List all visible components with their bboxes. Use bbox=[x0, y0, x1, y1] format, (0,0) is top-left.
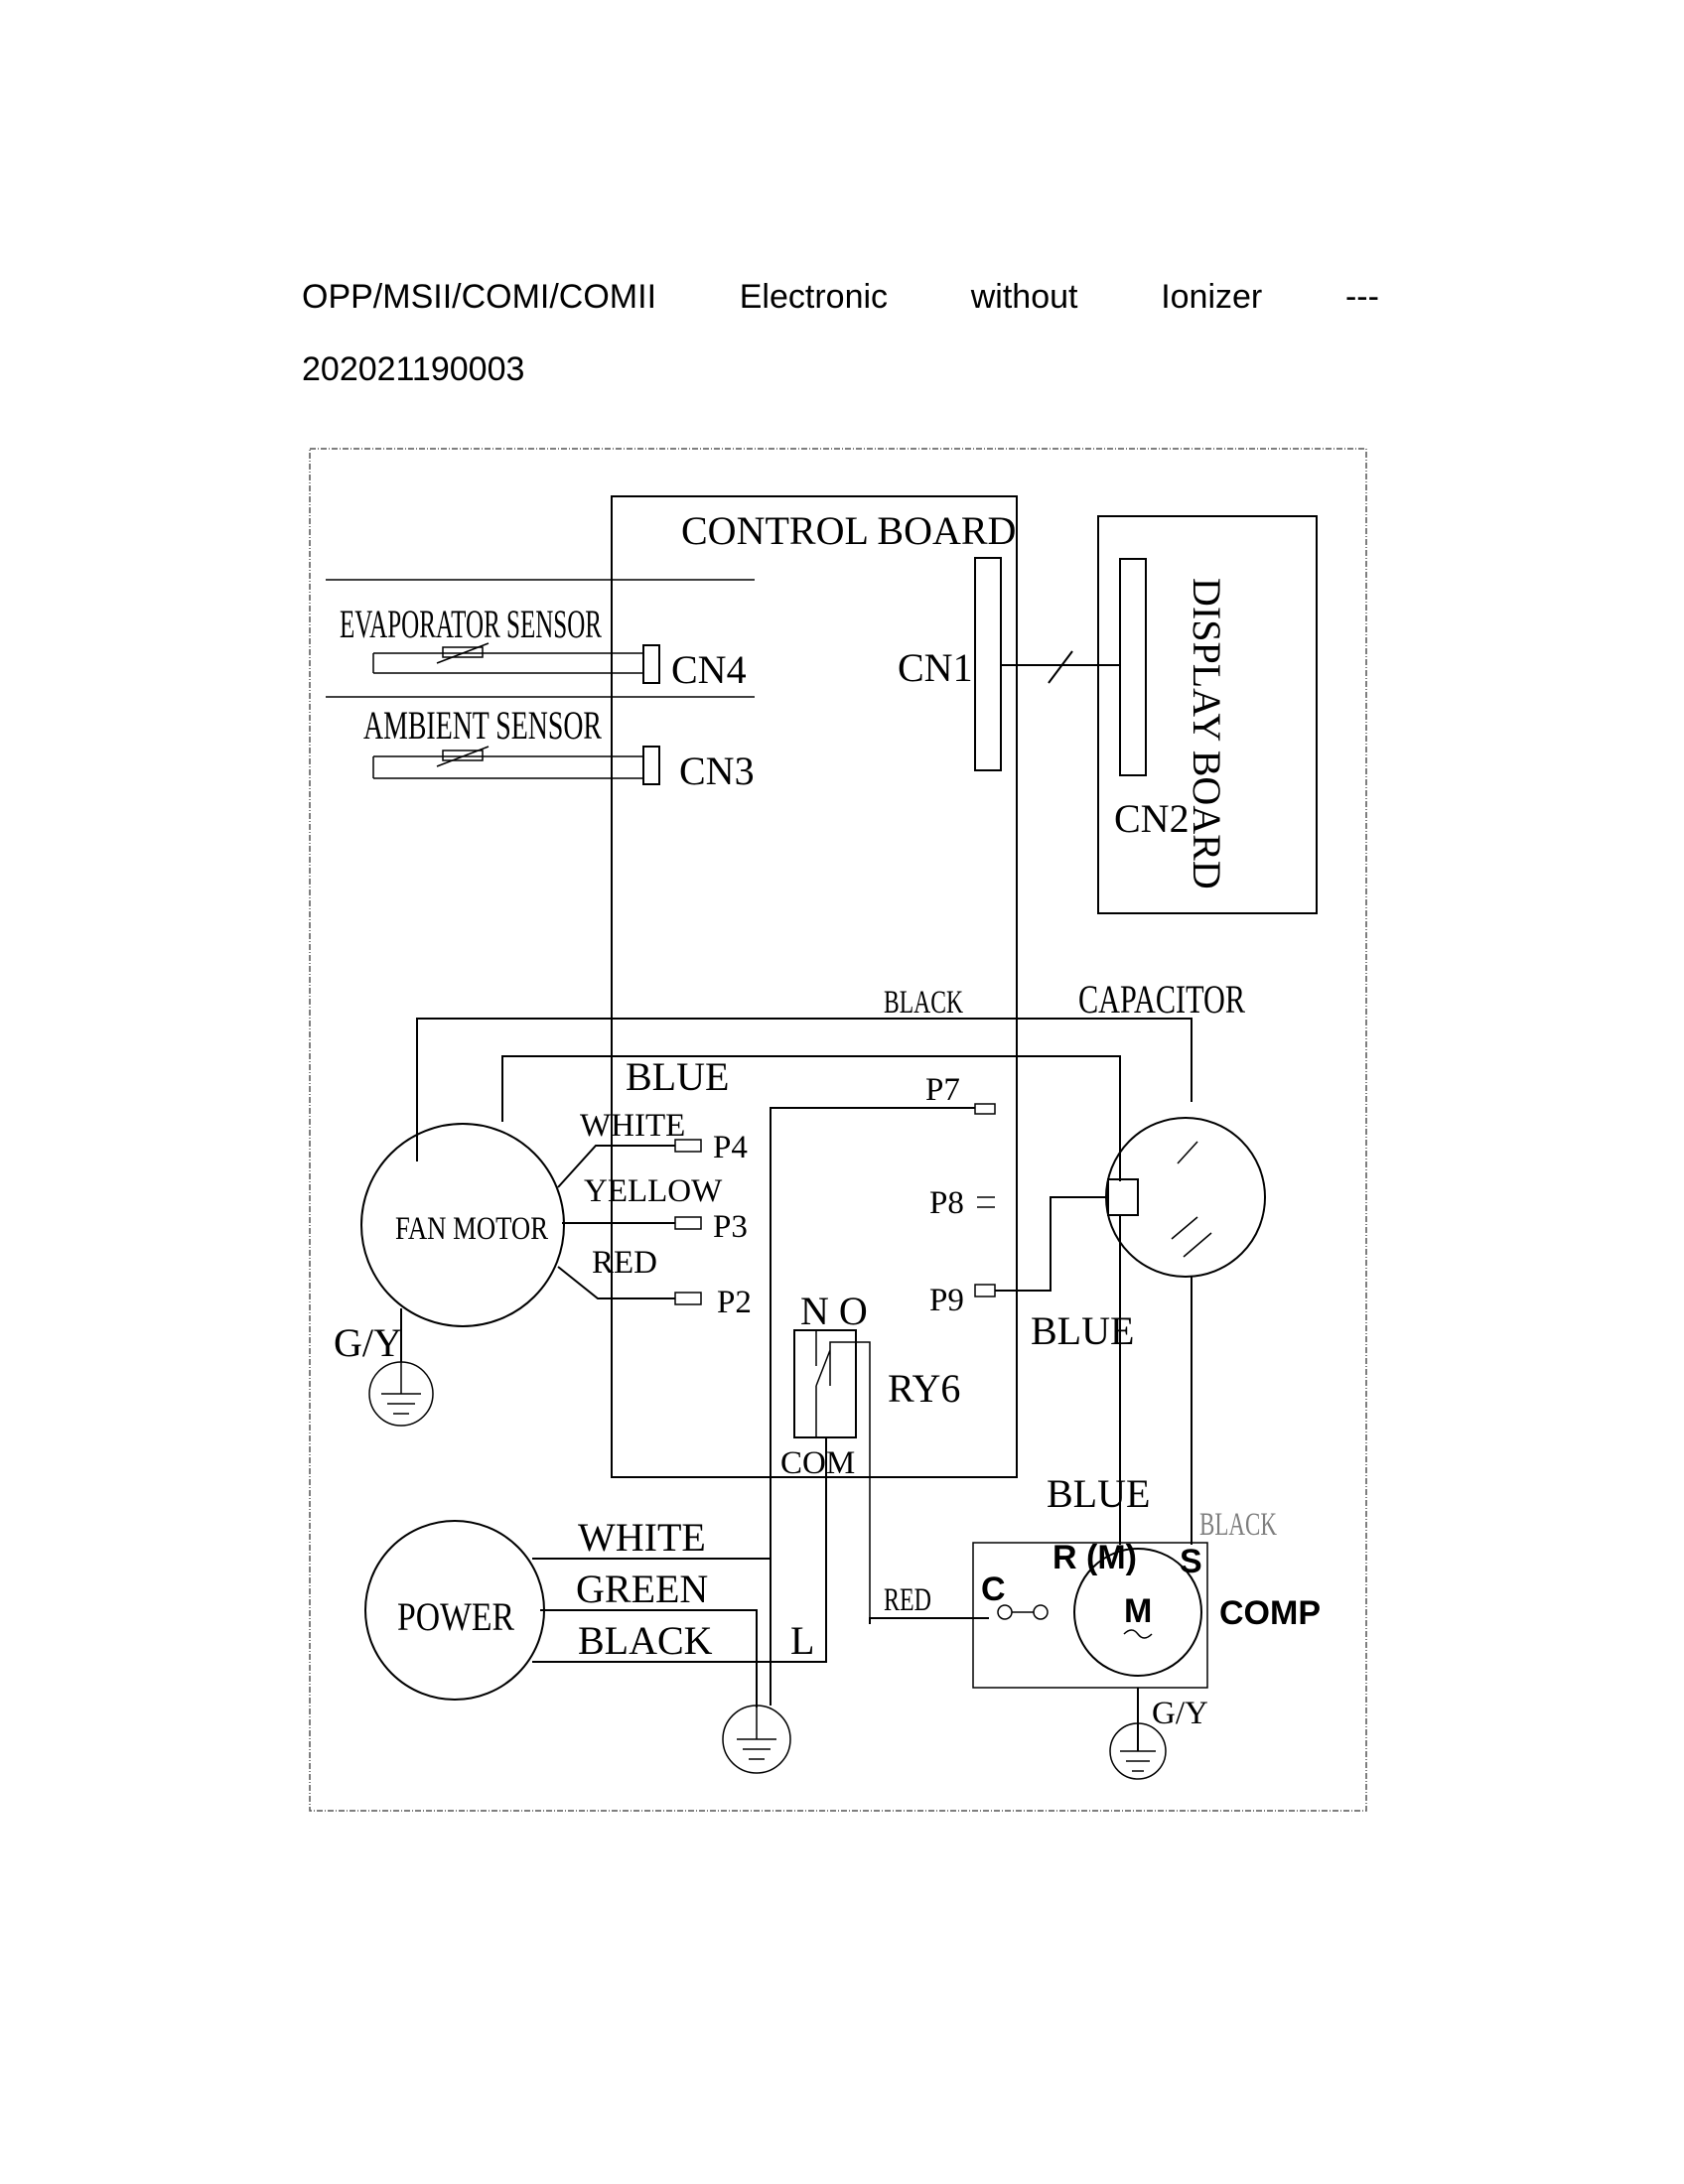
black-comp-label: BLACK bbox=[1199, 1507, 1277, 1543]
header-dash: --- bbox=[1344, 278, 1379, 316]
blue-comp-label: BLUE bbox=[1047, 1471, 1150, 1516]
capacitor bbox=[1105, 1117, 1266, 1278]
white-power-label: WHITE bbox=[578, 1515, 706, 1560]
cn2-connector bbox=[1119, 558, 1147, 776]
capacitor-label: CAPACITOR bbox=[1078, 977, 1245, 1022]
m-tilde bbox=[1123, 1629, 1153, 1639]
cn1-connector bbox=[974, 557, 1002, 771]
p9-label: P9 bbox=[929, 1283, 964, 1318]
ambient-thermistor bbox=[442, 750, 484, 761]
header-type: Electronic bbox=[739, 278, 889, 316]
document-header: OPP/MSII/COMI/COMII Electronic without I… bbox=[302, 278, 1394, 389]
green-power-wire bbox=[540, 1609, 758, 1707]
black-top-label: BLACK bbox=[884, 985, 963, 1021]
fan-motor bbox=[360, 1123, 565, 1327]
red-comp-label: RED bbox=[884, 1582, 931, 1618]
red-fan-label: RED bbox=[592, 1245, 657, 1281]
ribbon-slash bbox=[1048, 650, 1073, 684]
comp-ground-symbol bbox=[1109, 1722, 1167, 1780]
p9-terminal bbox=[974, 1284, 996, 1297]
black-power-wire bbox=[532, 1658, 827, 1663]
ambient-sensor-label: AMBIENT SENSOR bbox=[363, 703, 602, 748]
green-power-label: GREEN bbox=[576, 1567, 708, 1611]
c-label: C bbox=[981, 1570, 1006, 1608]
cn4-connector bbox=[642, 644, 660, 684]
gy-fan-label: G/Y bbox=[334, 1320, 402, 1365]
fan-motor-label: FAN MOTOR bbox=[395, 1211, 548, 1247]
relay-ry6 bbox=[793, 1329, 857, 1438]
red-wire-fan bbox=[557, 1266, 675, 1299]
control-board bbox=[611, 495, 1018, 1478]
diagram-frame bbox=[309, 448, 1367, 1812]
display-board-label: DISPLAY BOARD bbox=[1185, 578, 1229, 889]
evaporator-thermistor-slash bbox=[436, 642, 490, 664]
l-label: L bbox=[790, 1618, 814, 1663]
display-board bbox=[1097, 515, 1318, 914]
m-label: M bbox=[1124, 1592, 1152, 1630]
blue-wire-p9 bbox=[995, 1196, 1108, 1292]
blue-fan-label: BLUE bbox=[626, 1054, 729, 1099]
ry6-label: RY6 bbox=[888, 1366, 960, 1411]
p4-terminal bbox=[674, 1139, 702, 1153]
com-label: COM bbox=[780, 1445, 855, 1481]
p7-wire bbox=[770, 1107, 975, 1706]
header-without: without bbox=[970, 278, 1078, 316]
evaporator-sensor-label: EVAPORATOR SENSOR bbox=[340, 602, 602, 646]
black-wire-top bbox=[416, 1018, 1193, 1161]
white-fan-label: WHITE bbox=[580, 1108, 685, 1144]
ambient-thermistor-slash bbox=[436, 746, 490, 767]
p7-terminal bbox=[974, 1103, 996, 1115]
p8-label: P8 bbox=[929, 1185, 964, 1221]
cn3-connector bbox=[642, 746, 660, 785]
p4-label: P4 bbox=[713, 1130, 748, 1165]
header-ionizer: Ionizer bbox=[1161, 278, 1263, 316]
p3-label: P3 bbox=[713, 1209, 748, 1245]
blue-p9-label: BLUE bbox=[1031, 1308, 1134, 1353]
cn3-label: CN3 bbox=[679, 749, 755, 793]
relay-contacts bbox=[815, 1330, 871, 1624]
cn1-label: CN1 bbox=[898, 645, 973, 690]
gy-comp-label: G/Y bbox=[1152, 1696, 1208, 1731]
p7-label: P7 bbox=[925, 1072, 960, 1108]
overload-protector bbox=[997, 1604, 1049, 1620]
p3-terminal bbox=[674, 1216, 702, 1230]
compressor bbox=[1073, 1548, 1202, 1677]
capacitor-pins bbox=[1171, 1141, 1212, 1258]
control-board-label: CONTROL BOARD bbox=[681, 508, 1016, 553]
fan-ground-symbol bbox=[368, 1361, 434, 1427]
black-power-label: BLACK bbox=[578, 1618, 713, 1663]
rm-label: R (M) bbox=[1052, 1539, 1137, 1576]
comp-label: COMP bbox=[1219, 1594, 1321, 1632]
s-label: S bbox=[1180, 1543, 1202, 1580]
header-code: 202021190003 bbox=[302, 350, 525, 388]
evaporator-sensor-leads bbox=[372, 652, 643, 674]
header-model: OPP/MSII/COMI/COMII bbox=[302, 278, 657, 316]
ambient-sensor-leads bbox=[372, 755, 643, 779]
power-label: POWER bbox=[397, 1594, 514, 1639]
red-comp-wire bbox=[869, 1617, 989, 1624]
cn4-label: CN4 bbox=[671, 647, 747, 692]
capacitor-terminal bbox=[1107, 1178, 1139, 1216]
p2-terminal bbox=[674, 1292, 702, 1305]
no-label: N O bbox=[800, 1289, 868, 1333]
white-wire bbox=[557, 1145, 675, 1188]
power-ground-symbol bbox=[722, 1705, 791, 1774]
p8-terminal bbox=[977, 1196, 995, 1208]
p2-label: P2 bbox=[717, 1285, 752, 1320]
evaporator-thermistor bbox=[442, 646, 484, 658]
header-title: OPP/MSII/COMI/COMII Electronic without I… bbox=[302, 278, 1379, 317]
yellow-label: YELLOW bbox=[584, 1173, 723, 1209]
cn2-label: CN2 bbox=[1114, 796, 1190, 841]
blue-wire-fan bbox=[501, 1055, 1121, 1181]
compressor-box bbox=[972, 1542, 1208, 1689]
